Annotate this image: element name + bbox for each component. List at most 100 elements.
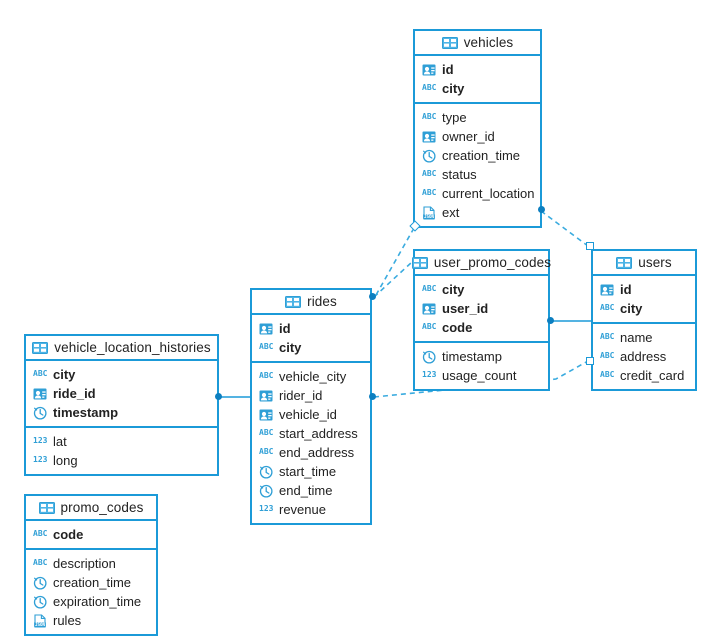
- clock-icon: [259, 465, 274, 479]
- field-row[interactable]: credit_card: [593, 366, 695, 385]
- field-row[interactable]: ext: [415, 203, 540, 222]
- field-row[interactable]: timestamp: [26, 403, 217, 422]
- field-name: rules: [53, 613, 82, 628]
- table-title: user_promo_codes: [433, 255, 552, 270]
- field-name: owner_id: [442, 129, 495, 144]
- field-row[interactable]: expiration_time: [26, 592, 156, 611]
- field-row[interactable]: creation_time: [26, 573, 156, 592]
- field-row[interactable]: city: [415, 280, 548, 299]
- field-row[interactable]: lat: [26, 432, 217, 451]
- table-icon: [616, 257, 632, 269]
- table-header[interactable]: rides: [252, 290, 370, 315]
- table-header[interactable]: promo_codes: [26, 496, 156, 521]
- clock-icon: [422, 149, 437, 163]
- field-row[interactable]: vehicle_id: [252, 405, 370, 424]
- field-name: user_id: [442, 301, 489, 316]
- field-row[interactable]: start_time: [252, 462, 370, 481]
- field-row[interactable]: long: [26, 451, 217, 470]
- field-row[interactable]: city: [415, 79, 540, 98]
- field-row[interactable]: usage_count: [415, 366, 548, 385]
- field-row[interactable]: ride_id: [26, 384, 217, 403]
- field-row[interactable]: address: [593, 347, 695, 366]
- field-row[interactable]: city: [26, 365, 217, 384]
- field-row[interactable]: city: [593, 299, 695, 318]
- endpoint-dot-upc-right: [547, 317, 554, 324]
- field-row[interactable]: id: [415, 60, 540, 79]
- abc-icon: [422, 283, 437, 297]
- column-section: timestamp usage_count: [415, 343, 548, 389]
- field-row[interactable]: start_address: [252, 424, 370, 443]
- abc-icon: [259, 341, 274, 355]
- field-row[interactable]: owner_id: [415, 127, 540, 146]
- abc-icon: [422, 111, 437, 125]
- table-header[interactable]: vehicles: [415, 31, 540, 56]
- table-header[interactable]: users: [593, 251, 695, 276]
- clock-icon: [422, 350, 437, 364]
- abc-icon: [33, 528, 48, 542]
- field-row[interactable]: vehicle_city: [252, 367, 370, 386]
- field-name: timestamp: [442, 349, 502, 364]
- field-name: revenue: [279, 502, 326, 517]
- table-header[interactable]: user_promo_codes: [415, 251, 552, 276]
- field-row[interactable]: rules: [26, 611, 156, 630]
- table-icon: [32, 342, 48, 354]
- column-section: lat long: [26, 428, 217, 474]
- field-row[interactable]: revenue: [252, 500, 370, 519]
- endpoint-dot-rides-right-lower: [369, 393, 376, 400]
- key-id-icon: [422, 302, 437, 316]
- field-name: type: [442, 110, 467, 125]
- field-row[interactable]: type: [415, 108, 540, 127]
- endpoint-square-users-topleft: [586, 242, 594, 250]
- field-row[interactable]: code: [415, 318, 548, 337]
- field-row[interactable]: creation_time: [415, 146, 540, 165]
- number-icon: [33, 454, 48, 468]
- key-id-icon: [422, 130, 437, 144]
- field-row[interactable]: name: [593, 328, 695, 347]
- json-icon: [422, 206, 437, 220]
- table-title: rides: [307, 294, 337, 309]
- edge-vehicles-rides: [375, 227, 415, 296]
- endpoint-dot-vehicles-right: [538, 206, 545, 213]
- field-row[interactable]: user_id: [415, 299, 548, 318]
- key-id-icon: [600, 283, 615, 297]
- field-name: id: [620, 282, 632, 297]
- abc-icon: [422, 168, 437, 182]
- field-row[interactable]: id: [593, 280, 695, 299]
- field-row[interactable]: city: [252, 338, 370, 357]
- abc-icon: [600, 350, 615, 364]
- field-row[interactable]: rider_id: [252, 386, 370, 405]
- field-row[interactable]: id: [252, 319, 370, 338]
- field-name: lat: [53, 434, 67, 449]
- table-icon: [442, 37, 458, 49]
- field-name: code: [442, 320, 473, 335]
- key-id-icon: [259, 389, 274, 403]
- primary-key-section: id city: [593, 276, 695, 324]
- field-row[interactable]: timestamp: [415, 347, 548, 366]
- field-name: rider_id: [279, 388, 323, 403]
- json-icon: [33, 614, 48, 628]
- field-row[interactable]: end_address: [252, 443, 370, 462]
- edge-rides-upc: [373, 261, 413, 298]
- abc-icon: [259, 446, 274, 460]
- table-header[interactable]: vehicle_location_histories: [26, 336, 217, 361]
- field-name: vehicle_id: [279, 407, 337, 422]
- field-row[interactable]: status: [415, 165, 540, 184]
- field-name: status: [442, 167, 477, 182]
- field-row[interactable]: code: [26, 525, 156, 544]
- field-name: city: [53, 367, 76, 382]
- key-id-icon: [259, 408, 274, 422]
- endpoint-dot-vlh-right: [215, 393, 222, 400]
- field-row[interactable]: end_time: [252, 481, 370, 500]
- field-name: city: [620, 301, 643, 316]
- field-row[interactable]: current_location: [415, 184, 540, 203]
- abc-icon: [33, 557, 48, 571]
- field-row[interactable]: description: [26, 554, 156, 573]
